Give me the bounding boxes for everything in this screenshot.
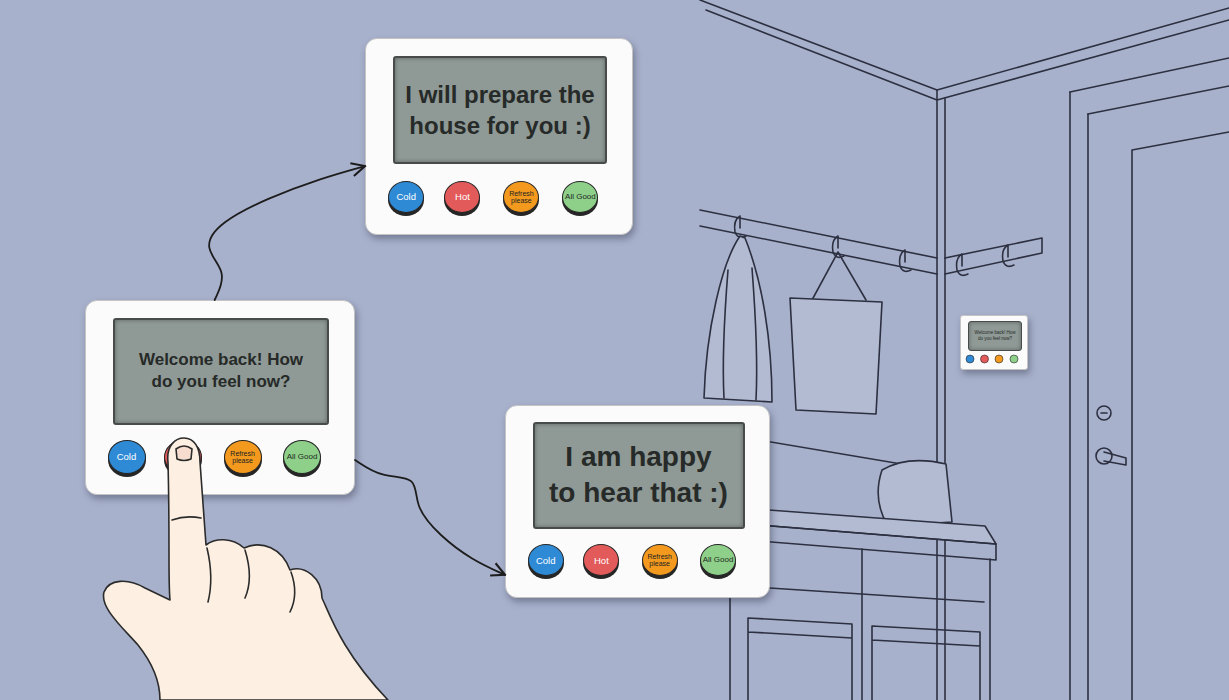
coat-hook — [900, 250, 911, 271]
hanging-bag — [790, 298, 882, 414]
mini-button — [1010, 355, 1018, 363]
coat-hook — [1003, 245, 1014, 266]
bench-seat — [715, 506, 996, 544]
button-label: Cold — [116, 452, 138, 462]
feedback-button: Cold — [528, 544, 564, 576]
mini-button — [966, 355, 974, 363]
door-deadbolt — [1097, 406, 1111, 420]
button-label: All Good — [564, 193, 597, 201]
button-label: All Good — [702, 556, 735, 564]
storage-basket — [872, 626, 980, 700]
bench-front — [722, 522, 996, 560]
button-label: Refresh please — [504, 190, 538, 204]
feedback-button: Cold — [388, 181, 424, 213]
button-label: Refresh please — [643, 553, 677, 567]
room-lines — [700, 0, 1229, 700]
bench-frame — [730, 538, 990, 700]
button-label: Cold — [535, 556, 557, 566]
feedback-button: Hot — [444, 181, 480, 213]
thermostat-device: Welcome back! How do you feel now? Cold Ho… — [85, 300, 355, 495]
squiggle-arrow — [209, 166, 365, 300]
display-screen: Welcome back! How do you feel now? — [968, 321, 1022, 351]
door-frame — [1087, 114, 1089, 700]
storage-basket — [748, 618, 852, 700]
button-label: Hot — [454, 192, 471, 202]
knuckle-line — [207, 548, 211, 602]
display-screen: I will prepare the house for you :) — [393, 56, 607, 164]
wall-corner — [936, 90, 938, 700]
bag-handle — [812, 252, 866, 300]
feedback-button: Hot — [164, 440, 202, 474]
door-frame — [1069, 92, 1071, 700]
feedback-button: Refresh please — [642, 544, 678, 576]
display-screen: Welcome back! How do you feel now? — [113, 318, 329, 425]
door-deadbolt-slot — [1101, 412, 1107, 414]
coat-rail — [945, 238, 1042, 274]
hand-outline — [103, 438, 388, 700]
coat-hook — [833, 236, 844, 257]
coat-fold — [723, 268, 757, 400]
squiggle-arrow — [355, 460, 505, 575]
coat-hook — [957, 254, 968, 275]
button-label: Refresh please — [225, 450, 261, 464]
door-handle-rose — [1096, 448, 1112, 464]
coat-rail — [700, 210, 937, 258]
feedback-button: Hot — [583, 544, 619, 576]
thermostat-device: Welcome back! How do you feel now? — [960, 315, 1028, 370]
door-panel — [1132, 132, 1229, 700]
coat-hook — [735, 216, 746, 237]
mini-button — [981, 355, 989, 363]
screen-message: I will prepare the house for you :) — [403, 79, 597, 141]
bench-pillow — [878, 461, 952, 526]
finger-nail — [176, 446, 192, 461]
screen-message: I am happy to hear that :) — [543, 439, 735, 512]
feedback-button: Refresh please — [224, 440, 262, 474]
button-label: Hot — [175, 452, 192, 462]
thermostat-device: I am happy to hear that :) Cold Hot Refresh… — [505, 405, 770, 598]
feedback-button: All Good — [283, 440, 321, 474]
screen-message: Welcome back! How do you feel now? — [123, 349, 319, 393]
door-frame-top — [1088, 86, 1229, 114]
button-label: Hot — [593, 556, 610, 566]
pointing-hand — [103, 438, 388, 700]
wainscot-line — [700, 430, 937, 470]
door-frame-top — [1070, 58, 1229, 92]
feedback-button: All Good — [700, 544, 736, 576]
wall-corner-trim — [944, 98, 946, 700]
mini-button — [995, 355, 1003, 363]
button-label: Cold — [395, 192, 417, 202]
door-handle-lever — [1104, 452, 1126, 465]
ceiling-trim — [706, 10, 1229, 100]
ceiling-edge — [700, 0, 1229, 90]
finger-crease — [172, 517, 201, 520]
feedback-button: Refresh please — [503, 181, 539, 213]
screen-message: Welcome back! How do you feel now? — [970, 330, 1020, 342]
wall-device-buttons — [966, 355, 1018, 363]
hanging-coat — [704, 236, 772, 402]
button-label: All Good — [286, 453, 319, 461]
coat-rail — [700, 226, 937, 274]
feedback-button: Cold — [108, 440, 146, 474]
bench-shelf — [740, 586, 984, 602]
feedback-button: All Good — [562, 181, 598, 213]
thermostat-device: I will prepare the house for you :) Cold H… — [365, 38, 633, 235]
knuckle-line — [245, 550, 250, 598]
display-screen: I am happy to hear that :) — [533, 422, 745, 528]
knuckle-line — [290, 572, 295, 612]
